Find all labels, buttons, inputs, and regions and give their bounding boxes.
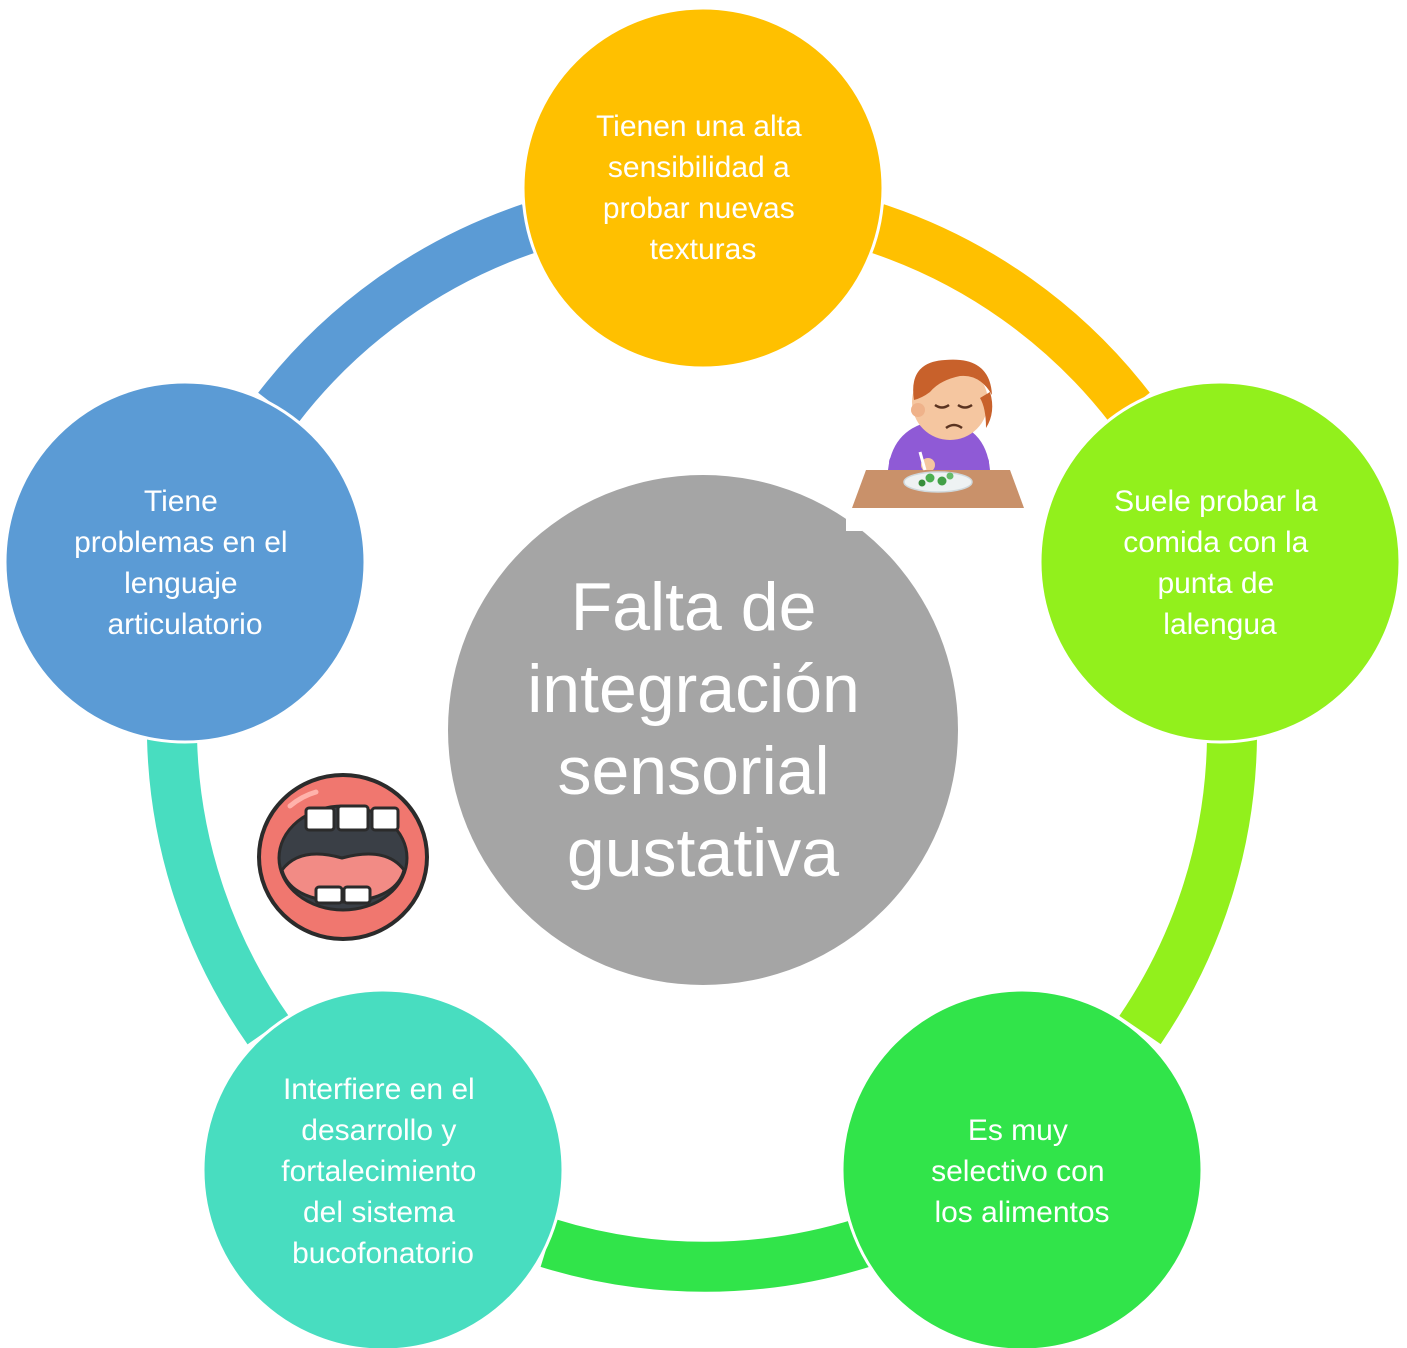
node-circle xyxy=(1038,380,1402,744)
node-left: Tiene problemas en el lenguaje articulat… xyxy=(3,380,367,744)
arc-bottom-left-to-left xyxy=(147,737,289,1045)
ring-arcs xyxy=(147,204,1257,1292)
node-line: Es muy xyxy=(968,1114,1068,1147)
node-circle xyxy=(521,6,885,370)
open-mouth-icon xyxy=(257,773,429,941)
center-node: Falta de integración sensorial gustativa xyxy=(448,475,958,985)
node-line: Interfiere en el xyxy=(283,1073,475,1106)
node-label: Interfiere en el desarrollo y fortalecim… xyxy=(281,1073,484,1270)
node-line: texturas xyxy=(650,233,757,266)
node-line: Tiene xyxy=(144,485,218,518)
node-line: probar nuevas xyxy=(603,192,795,225)
node-line: sensibilidad a xyxy=(608,151,790,184)
node-line: fortalecimiento xyxy=(281,1155,476,1188)
node-right: Suele probar la comida con la punta de l… xyxy=(1038,380,1402,744)
node-line: desarrollo y xyxy=(301,1114,456,1147)
node-line: Tienen una alta xyxy=(596,110,802,143)
center-line: Falta de xyxy=(571,569,817,645)
node-line: selectivo con xyxy=(931,1155,1104,1188)
node-label: Tienen una alta sensibilidad a probar nu… xyxy=(596,110,810,266)
arc-bottom-right-to-bottom-left xyxy=(540,1219,870,1292)
node-line: lenguaje xyxy=(124,567,237,600)
node-line: bucofonatorio xyxy=(292,1237,474,1270)
node-line: punta de xyxy=(1157,567,1274,600)
node-label: Tiene problemas en el lenguaje articulat… xyxy=(74,485,296,641)
node-label: Suele probar la comida con la punta de l… xyxy=(1114,485,1326,641)
center-line: sensorial xyxy=(557,733,829,809)
node-circle xyxy=(3,380,367,744)
node-line: del sistema xyxy=(303,1196,455,1229)
sad-child-eating-icon xyxy=(846,359,1024,531)
center-line: gustativa xyxy=(567,815,839,891)
node-bottom-right: Es muy selectivo con los alimentos xyxy=(840,988,1204,1348)
center-title: Falta de integración sensorial gustativa xyxy=(527,569,879,891)
node-circle xyxy=(201,988,565,1348)
node-top: Tienen una alta sensibilidad a probar nu… xyxy=(521,6,885,370)
node-bottom-left: Interfiere en el desarrollo y fortalecim… xyxy=(201,988,565,1348)
center-line: integración xyxy=(527,651,860,727)
arc-top-to-right xyxy=(868,204,1150,424)
center-circle xyxy=(448,475,958,985)
node-line: Suele probar la xyxy=(1114,485,1318,518)
arc-right-to-bottom-right xyxy=(1119,737,1257,1045)
node-line: articulatorio xyxy=(107,608,262,641)
node-label: Es muy selectivo con los alimentos xyxy=(931,1114,1113,1229)
node-circle xyxy=(840,988,1204,1348)
node-line: los alimentos xyxy=(934,1196,1109,1229)
arc-left-to-top xyxy=(258,204,539,424)
node-line: lalengua xyxy=(1163,608,1277,641)
node-line: problemas en el xyxy=(74,526,287,559)
node-line: comida con la xyxy=(1123,526,1308,559)
